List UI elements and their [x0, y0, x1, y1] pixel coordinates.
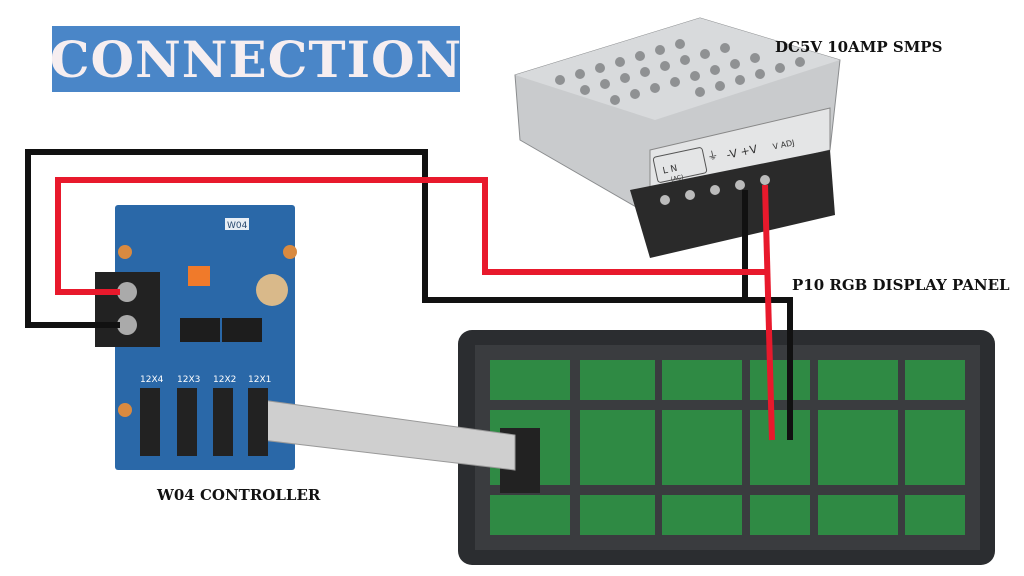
panel-label: P10 RGB DISPLAY PANEL: [792, 276, 1010, 294]
psu-terminal-dc-label: -V +V: [725, 142, 759, 161]
board-model-label: W04: [227, 221, 248, 231]
psu-terminal-ground-label: ⏚: [706, 148, 719, 163]
port-label-12x4: 12X4: [140, 375, 164, 385]
negative-wire: [25, 149, 793, 440]
power-supply-unit: L N (AC) ⏚ -V +V V ADJ: [514, 17, 841, 258]
positive-wire: [55, 177, 770, 295]
port-label-12x1: 12X1: [248, 375, 271, 385]
psu-terminal-adj-label: V ADJ: [772, 138, 795, 151]
port-label-12x2: 12X2: [213, 375, 236, 385]
psu-label: DC5V 10AMP SMPS: [775, 38, 943, 56]
psu-terminal-ac-sublabel: (AC): [670, 174, 684, 184]
p10-led-panel: [458, 330, 995, 565]
positive-wire-psu: [762, 184, 775, 441]
title-text: CONNECTION: [49, 29, 463, 89]
psu-terminal-ac-label: L N: [662, 164, 678, 177]
title-banner: CONNECTION: [49, 26, 463, 92]
controller-label: W04 CONTROLLER: [157, 486, 321, 504]
port-label-12x3: 12X3: [177, 375, 200, 385]
